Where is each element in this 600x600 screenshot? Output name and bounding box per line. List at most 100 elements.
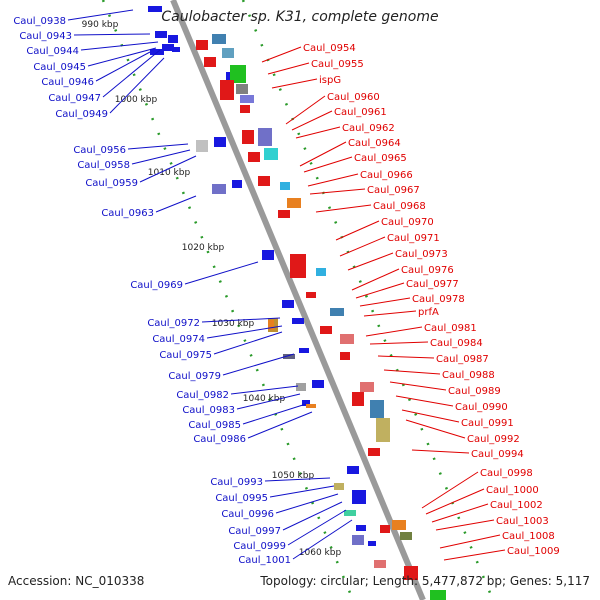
gene-glyph-reverse	[282, 300, 294, 308]
gene-label-forward: Caul_0961	[334, 107, 387, 118]
gene-label-forward: Caul_0981	[424, 323, 477, 334]
gene-glyph-forward	[360, 382, 374, 392]
accession-label: Accession: NC_010338	[8, 574, 145, 588]
leader-line-reverse	[109, 57, 165, 114]
leader-line-reverse	[102, 49, 161, 98]
gene-glyph-forward	[340, 352, 350, 360]
leader-line-reverse	[292, 519, 353, 560]
gene-glyph-forward	[376, 418, 390, 442]
leader-line-reverse	[213, 331, 283, 355]
leader-line-forward	[383, 369, 441, 375]
gene-glyph-reverse	[240, 95, 254, 103]
gene-label-forward: Caul_0970	[381, 217, 434, 228]
gene-glyph-reverse	[262, 250, 274, 260]
leader-line-reverse	[247, 411, 313, 439]
gene-glyph-reverse	[296, 383, 306, 391]
scale-label: 1050 kbp	[272, 471, 315, 481]
gene-label-forward: Caul_0973	[395, 249, 448, 260]
leader-line-forward	[351, 268, 400, 291]
leader-line-forward	[355, 282, 405, 299]
gene-glyph-reverse	[334, 483, 344, 490]
leader-line-forward	[295, 126, 341, 139]
genome-backbone	[170, 0, 426, 600]
leader-line-forward	[401, 409, 460, 423]
leader-line-forward	[359, 297, 411, 307]
leader-line-reverse	[242, 403, 307, 425]
gene-label-forward: Caul_0960	[327, 92, 380, 103]
gene-label-forward: Caul_0977	[406, 279, 459, 290]
leader-line-reverse	[127, 143, 189, 150]
gene-label-forward: Caul_0976	[401, 265, 454, 276]
leader-line-forward	[309, 188, 366, 195]
gene-label-forward: Caul_0992	[467, 434, 520, 445]
gene-label-reverse: Caul_0997	[228, 526, 281, 537]
gene-glyph-reverse	[172, 47, 180, 52]
scale-label: 1030 kbp	[212, 319, 255, 329]
gene-label-forward: prfA	[418, 307, 439, 318]
gene-glyph-forward	[240, 105, 250, 113]
gene-glyph-forward	[280, 182, 290, 190]
gene-glyph-forward	[264, 148, 278, 160]
gene-label-forward: Caul_0971	[387, 233, 440, 244]
leader-line-reverse	[139, 155, 197, 183]
gene-glyph-reverse	[347, 466, 359, 474]
gene-glyph-forward	[220, 80, 234, 100]
gene-glyph-forward	[278, 210, 290, 218]
gene-glyph-reverse	[268, 320, 274, 330]
leader-line-reverse	[264, 477, 331, 482]
leader-line-forward	[303, 156, 353, 173]
gene-glyph-reverse	[312, 380, 324, 388]
leader-line-forward	[439, 534, 501, 549]
gene-glyph-reverse	[212, 184, 226, 194]
leader-line-reverse	[236, 393, 301, 410]
gene-glyph-forward	[368, 448, 380, 456]
gene-label-forward: Caul_0987	[436, 354, 489, 365]
gene-glyph-reverse	[352, 535, 364, 545]
leader-line-reverse	[230, 385, 299, 395]
leader-line-reverse	[80, 41, 159, 51]
gene-label-forward: Caul_0998	[480, 468, 533, 479]
genome-title: Caulobacter sp. K31, complete genome	[161, 9, 439, 25]
gene-label-forward: Caul_0967	[367, 185, 420, 196]
leader-line-reverse	[275, 493, 339, 514]
gene-label-forward: Caul_0988	[442, 370, 495, 381]
gene-glyph-forward	[400, 532, 412, 540]
gene-glyph-forward	[392, 520, 406, 530]
gene-label-reverse: Caul_0943	[19, 31, 72, 42]
leader-line-forward	[363, 310, 417, 317]
leader-line-forward	[339, 236, 386, 257]
leader-line-reverse	[269, 485, 335, 498]
gene-glyph-reverse	[292, 318, 304, 324]
gene-glyph-forward	[306, 292, 316, 298]
gene-label-reverse: Caul_0972	[147, 318, 200, 329]
scale-label: 1060 kbp	[299, 548, 342, 558]
gene-glyph-reverse	[306, 404, 316, 408]
leader-line-reverse	[206, 325, 283, 339]
gene-glyph-reverse	[344, 510, 356, 516]
gene-label-forward: Caul_1009	[507, 546, 560, 557]
gene-label-forward: Caul_0978	[412, 294, 465, 305]
leader-line-forward	[421, 471, 479, 509]
gene-glyph-forward	[340, 334, 354, 344]
gene-label-forward: Caul_0990	[455, 402, 508, 413]
leader-line-forward	[285, 95, 326, 125]
gene-label-forward: Caul_0964	[348, 138, 401, 149]
leader-line-forward	[271, 78, 318, 89]
leader-line-reverse	[222, 353, 295, 376]
gene-glyph-forward	[196, 40, 208, 50]
leader-line-reverse	[201, 317, 281, 323]
gene-label-forward: Caul_1000	[486, 485, 539, 496]
gene-label-forward: Caul_0962	[342, 123, 395, 134]
gene-label-reverse: Caul_0958	[77, 160, 130, 171]
scale-label: 1040 kbp	[243, 394, 286, 404]
gene-glyph-forward	[204, 57, 216, 67]
gene-glyph-reverse	[196, 140, 208, 152]
gene-label-forward: Caul_0955	[311, 59, 364, 70]
gene-label-forward: Caul_0994	[471, 449, 524, 460]
leader-line-forward	[443, 549, 506, 561]
leader-line-forward	[431, 503, 489, 523]
leader-line-forward	[299, 141, 347, 167]
gene-label-forward: Caul_0968	[373, 201, 426, 212]
gene-label-reverse: Caul_0947	[48, 93, 101, 104]
